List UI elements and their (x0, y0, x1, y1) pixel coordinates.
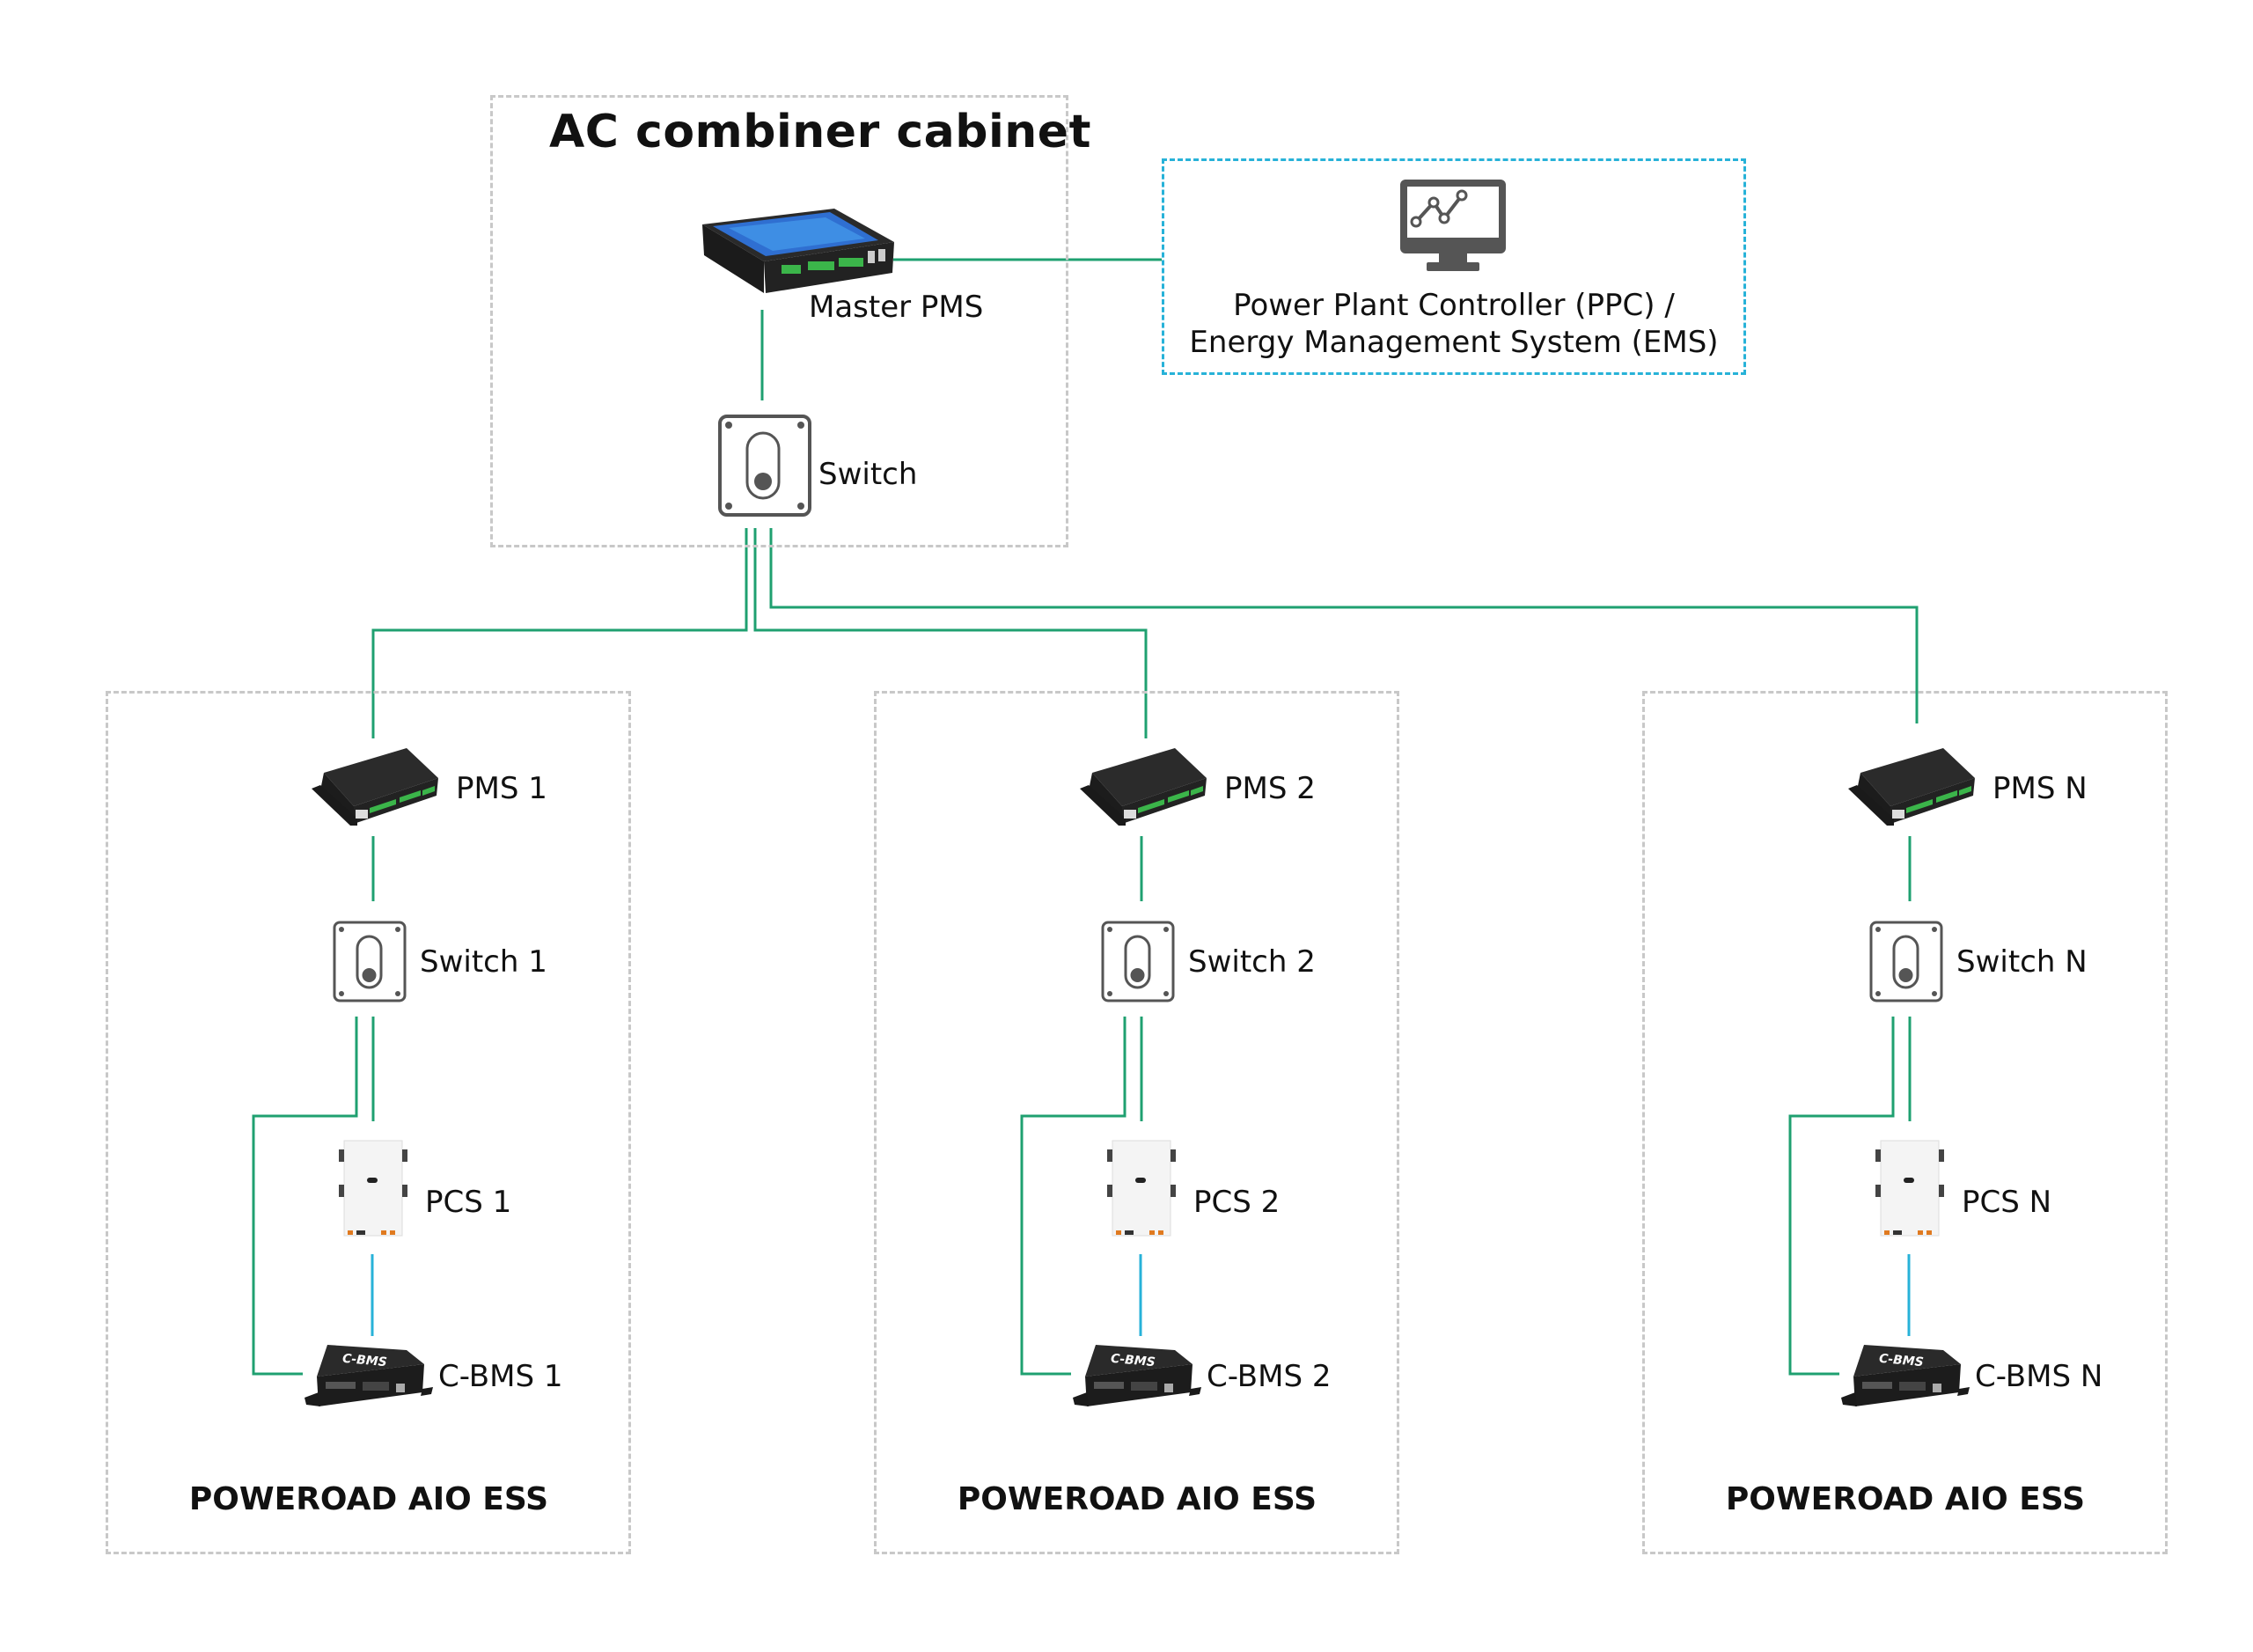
link-switch-pms1 (371, 528, 748, 738)
switch-icon (718, 415, 811, 517)
ess-title: POWEROAD AIO ESS (188, 1481, 549, 1517)
switch-icon (333, 921, 407, 1002)
pcs-label: PCS 1 (425, 1185, 512, 1220)
svg-text:C-BMS: C-BMS (1110, 1352, 1156, 1369)
ppc-ems-label: Power Plant Controller (PPC) / Energy Ma… (1162, 287, 1746, 361)
ppc-label-line2: Energy Management System (EMS) (1189, 325, 1719, 360)
ess-box (874, 691, 1399, 1554)
pcs-label: PCS N (1962, 1185, 2052, 1220)
pms-device-icon (1080, 748, 1207, 826)
svg-text:C-BMS: C-BMS (1878, 1352, 1924, 1369)
monitor-chart-icon (1400, 180, 1506, 271)
switch-icon (1101, 921, 1175, 1002)
cbms-device-icon: C-BMS (1841, 1345, 1970, 1406)
cbms-label: C-BMS 1 (438, 1359, 563, 1394)
ess-title: POWEROAD AIO ESS (1725, 1481, 2086, 1517)
switch-label: Switch (818, 457, 918, 492)
link-switch-pms2 (753, 528, 1148, 738)
pms-device-icon (1848, 748, 1975, 826)
ppc-ems-box (1162, 158, 1746, 375)
link-switch-pmsN (769, 528, 1919, 723)
pcs-device-icon (1107, 1140, 1176, 1237)
switch-icon (1869, 921, 1943, 1002)
cbms-label: C-BMS N (1975, 1359, 2103, 1394)
switch-label: Switch 2 (1188, 944, 1316, 980)
ppc-label-line1: Power Plant Controller (PPC) / (1233, 288, 1675, 323)
switch-label: Switch 1 (420, 944, 547, 980)
master-pms-label: Master PMS (809, 290, 984, 325)
ac-combiner-cabinet-box (490, 95, 1068, 547)
cbms-label: C-BMS 2 (1207, 1359, 1332, 1394)
pms-device-icon (312, 748, 438, 826)
cabinet-title: AC combiner cabinet (549, 106, 1091, 158)
svg-text:C-BMS: C-BMS (341, 1352, 387, 1369)
switch-label: Switch N (1956, 944, 2088, 980)
pms-label: PMS 1 (456, 771, 547, 806)
pcs-label: PCS 2 (1193, 1185, 1281, 1220)
link-switch-cbms (1788, 1017, 1895, 1376)
cbms-device-icon: C-BMS (305, 1345, 433, 1406)
pcs-device-icon (1875, 1140, 1944, 1237)
ess-title: POWEROAD AIO ESS (957, 1481, 1317, 1517)
link-switch-cbms (252, 1017, 358, 1376)
pms-label: PMS 2 (1224, 771, 1316, 806)
pcs-device-icon (339, 1140, 407, 1237)
link-switch-cbms (1020, 1017, 1126, 1376)
ess-box (106, 691, 631, 1554)
master-pms-device-icon (702, 209, 894, 293)
pms-label: PMS N (1992, 771, 2088, 806)
ess-box (1642, 691, 2168, 1554)
cbms-device-icon: C-BMS (1073, 1345, 1201, 1406)
